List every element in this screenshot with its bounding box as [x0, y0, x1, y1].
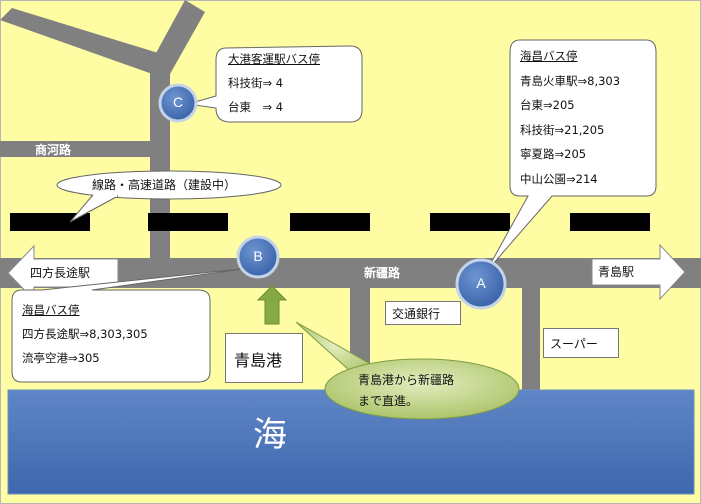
label-shihou-station: 四方長途駅: [30, 266, 91, 280]
green-callout-line-2: まで直進。: [358, 394, 419, 408]
marker-a-letter: A: [476, 275, 486, 291]
label-port: 青島港: [225, 333, 303, 383]
callout-a-title: 海昌バス停: [520, 49, 578, 63]
construction-segment: [10, 213, 90, 231]
callout-a-text: 海昌バス停 青島火車駅⇒8,303 台東⇒205 科技街⇒21,205 寧夏路⇒…: [520, 44, 620, 191]
road-label-shinkyoro: 新疆路: [364, 266, 401, 280]
road-south-2: [522, 286, 540, 406]
callout-b-text: 海昌バス停 四方長途駅⇒8,303,305 流亭空港⇒305: [22, 298, 148, 370]
callout-c-text: 大港客運駅バス停 科技街⇒ 4 台東 ⇒ 4: [228, 47, 320, 119]
callout-b-line-2: 流亭空港⇒305: [22, 351, 100, 365]
road-diagonal-northwest: [0, 8, 168, 76]
green-callout-line-1: 青島港から新疆路: [358, 373, 455, 387]
callout-b-line-1: 四方長途駅⇒8,303,305: [22, 327, 148, 341]
callout-construction-tail: [69, 195, 119, 223]
callout-green: [324, 358, 520, 420]
marker-c: [158, 83, 198, 123]
up-arrow-icon: [256, 285, 288, 325]
callout-a-line-3: 科技街⇒21,205: [520, 122, 605, 137]
marker-b-letter: B: [253, 248, 263, 264]
callout-c-title: 大港客運駅バス停: [228, 52, 320, 66]
label-supermarket: スーパー: [543, 328, 619, 358]
callout-a-line-5: 中山公園⇒214: [520, 171, 598, 186]
callout-a-line-2: 台東⇒205: [520, 98, 575, 112]
callout-a: [485, 39, 657, 273]
callout-c-line-1: 科技街⇒ 4: [228, 76, 284, 90]
construction-segment: [570, 213, 650, 231]
construction-segment: [430, 213, 510, 231]
label-sea: 海: [253, 415, 287, 455]
marker-c-letter: C: [172, 94, 184, 110]
callout-construction: [56, 170, 282, 200]
construction-text: 線路・高速道路（建設中）: [92, 178, 237, 192]
label-bank: 交通銀行: [385, 301, 461, 325]
label-qingdao-station: 青島駅: [598, 265, 635, 279]
callout-c: [187, 45, 363, 123]
construction-segment: [290, 213, 370, 231]
callout-a-line-4: 寧夏路⇒205: [520, 147, 587, 161]
marker-b: [236, 235, 280, 279]
green-callout-text: 青島港から新疆路 まで直進。: [358, 370, 454, 412]
construction-route: [10, 213, 650, 231]
callout-a-line-1: 青島火車駅⇒8,303: [520, 73, 621, 88]
callout-b: [11, 267, 251, 383]
construction-segment: [148, 213, 228, 231]
road-label-shoukaro: 商河路: [35, 143, 72, 157]
marker-a: [455, 258, 507, 310]
callout-c-line-2: 台東 ⇒ 4: [228, 100, 284, 114]
callout-b-title: 海昌バス停: [22, 303, 80, 317]
road-shoukaro: [0, 141, 150, 157]
arrow-right: [591, 243, 686, 301]
